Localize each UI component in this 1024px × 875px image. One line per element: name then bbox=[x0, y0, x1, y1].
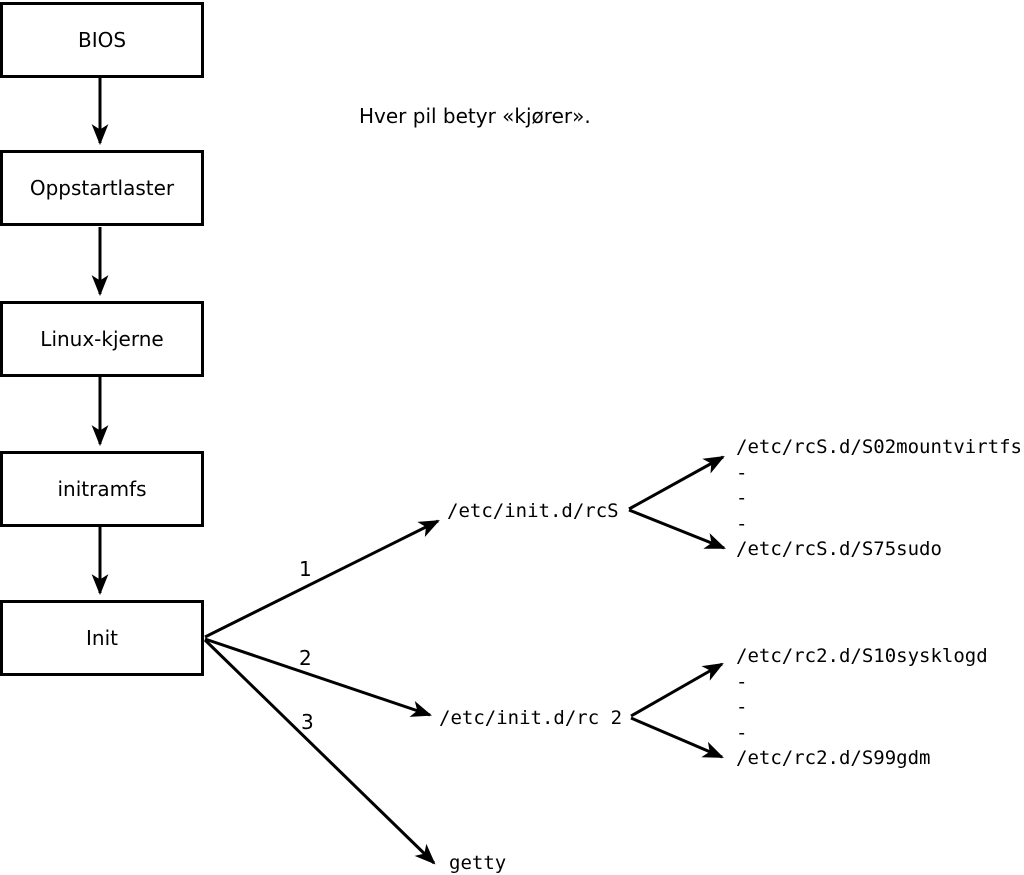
arrow-init-to-rcs bbox=[204, 519, 440, 639]
arrow-init-to-rc2 bbox=[204, 637, 432, 717]
box-init-label: Init bbox=[86, 626, 118, 650]
arrow-rcs-to-s02 bbox=[628, 455, 725, 511]
branch-number-2: 2 bbox=[299, 646, 312, 670]
rc2-children-list: /etc/rc2.d/S10sysklogd - - - /etc/rc2.d/… bbox=[736, 644, 988, 772]
box-init: Init bbox=[0, 600, 204, 676]
rcs-child-s75sudo: /etc/rcS.d/S75sudo bbox=[736, 538, 942, 560]
rcs-children-list: /etc/rcS.d/S02mountvirtfs - - - /etc/rcS… bbox=[736, 435, 1022, 563]
note-text: Hver pil betyr «kjører». bbox=[359, 104, 591, 128]
target-getty: getty bbox=[449, 852, 507, 874]
box-oppstartlaster-label: Oppstartlaster bbox=[29, 176, 175, 200]
arrow-rc2-to-s10 bbox=[630, 662, 724, 718]
rc2-child-dash-3: - bbox=[736, 721, 748, 744]
rc2-child-dash-1: - bbox=[736, 670, 748, 693]
box-initramfs: initramfs bbox=[0, 451, 204, 527]
box-linux-kjerne: Linux-kjerne bbox=[0, 301, 204, 377]
arrow-init-to-getty bbox=[203, 638, 436, 865]
rc2-child-s10sysklogd: /etc/rc2.d/S10sysklogd bbox=[736, 645, 988, 667]
rcs-child-dash-1: - bbox=[736, 461, 748, 484]
rc2-child-s99gdm: /etc/rc2.d/S99gdm bbox=[736, 747, 931, 769]
box-bios-label: BIOS bbox=[77, 28, 127, 52]
branch-number-1: 1 bbox=[299, 557, 312, 581]
box-linux-kjerne-label: Linux-kjerne bbox=[40, 327, 164, 351]
rc2-child-dash-2: - bbox=[736, 696, 748, 718]
arrow-rcs-to-s75 bbox=[628, 508, 726, 550]
box-bios: BIOS bbox=[0, 2, 204, 78]
target-rc2: /etc/init.d/rc 2 bbox=[439, 707, 623, 729]
arrow-rc2-to-s99 bbox=[630, 716, 724, 759]
branch-number-3: 3 bbox=[301, 710, 314, 734]
rcs-child-dash-2: - bbox=[736, 487, 748, 509]
rcs-child-s02mountvirtfs: /etc/rcS.d/S02mountvirtfs bbox=[736, 436, 1022, 458]
box-initramfs-label: initramfs bbox=[57, 477, 147, 501]
rcs-child-dash-3: - bbox=[736, 512, 748, 535]
target-rcs: /etc/init.d/rcS bbox=[447, 500, 619, 522]
box-oppstartlaster: Oppstartlaster bbox=[0, 150, 204, 226]
